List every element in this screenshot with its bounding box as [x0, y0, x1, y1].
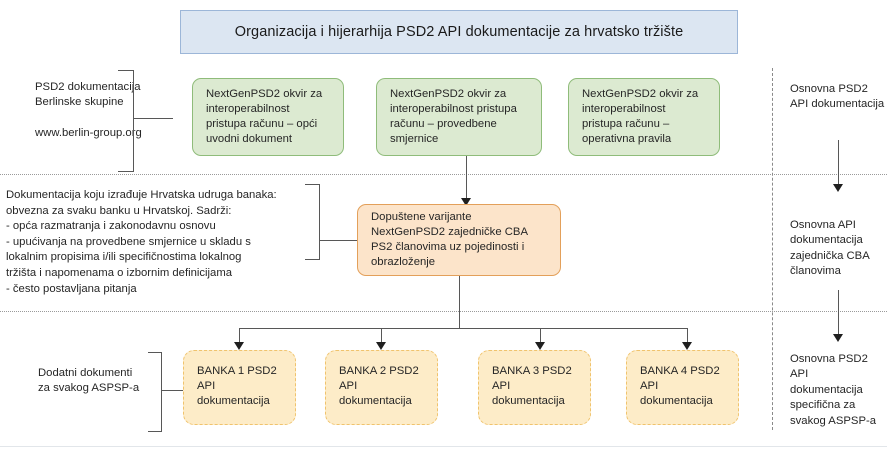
- page-bottom-rule: [0, 446, 887, 447]
- separator-tier1-tier2: [0, 174, 887, 175]
- connector-right-tier1-tier2: [838, 140, 840, 188]
- label-berlin-group-url: www.berlin-group.org: [35, 127, 142, 139]
- connector-green-to-orange: [466, 156, 468, 202]
- box-nextgenpsd2-operational: NextGenPSD2 okvir za interoperabilnost p…: [568, 78, 720, 156]
- label-hub-description: Dokumentacija koju izrađuje Hrvatska udr…: [6, 189, 277, 295]
- arrowhead-bank-3: [535, 342, 545, 350]
- connector-bank-distribution-bar: [239, 328, 688, 330]
- connector-bank-3: [540, 328, 542, 346]
- connector-tier1-stub: [133, 118, 173, 120]
- box-bank-4: BANKA 4 PSD2 API dokumentacija: [626, 350, 739, 425]
- divider-right-column: [772, 68, 773, 430]
- arrowhead-bank-4: [682, 342, 692, 350]
- bracket-tier1: [118, 70, 134, 172]
- separator-tier2-tier3: [0, 311, 887, 312]
- box-nextgenpsd2-implementation: NextGenPSD2 okvir za interoperabilnost p…: [376, 78, 542, 156]
- connector-right-tier2-tier3: [838, 290, 840, 338]
- connector-bank-1: [239, 328, 241, 346]
- arrowhead-green-to-orange: [461, 198, 471, 206]
- connector-tier3-stub: [161, 390, 191, 392]
- box-bank-3: BANKA 3 PSD2 API dokumentacija: [478, 350, 591, 425]
- box-allowed-variants: Dopuštene varijante NextGenPSD2 zajednič…: [357, 204, 561, 276]
- bracket-tier3: [148, 352, 162, 432]
- arrowhead-right-tier1-tier2: [833, 184, 843, 192]
- label-additional-documents: Dodatni dokumenti za svakog ASPSP-a: [38, 367, 140, 395]
- label-tier1-right: Osnovna PSD2 API dokumentacija: [790, 83, 885, 111]
- arrowhead-right-tier2-tier3: [833, 334, 843, 342]
- arrowhead-bank-1: [234, 342, 244, 350]
- connector-bank-2: [381, 328, 383, 346]
- connector-bank-4: [687, 328, 689, 346]
- box-bank-1: BANKA 1 PSD2 API dokumentacija: [183, 350, 296, 425]
- label-berlin-group: PSD2 dokumentacija Berlinske skupine: [35, 81, 141, 109]
- box-nextgenpsd2-general: NextGenPSD2 okvir za interoperabilnost p…: [192, 78, 344, 156]
- box-bank-2: BANKA 2 PSD2 API dokumentacija: [325, 350, 438, 425]
- label-tier3-right: Osnovna PSD2 API dokumentacija specifičn…: [790, 353, 877, 427]
- arrowhead-bank-2: [376, 342, 386, 350]
- label-tier2-right: Osnovna API dokumentacija zajednička CBA…: [790, 219, 870, 278]
- connector-tier2-stub: [319, 240, 357, 242]
- diagram-title: Organizacija i hijerarhija PSD2 API doku…: [180, 10, 738, 54]
- connector-orange-trunk: [459, 276, 461, 329]
- bracket-tier2: [305, 184, 320, 260]
